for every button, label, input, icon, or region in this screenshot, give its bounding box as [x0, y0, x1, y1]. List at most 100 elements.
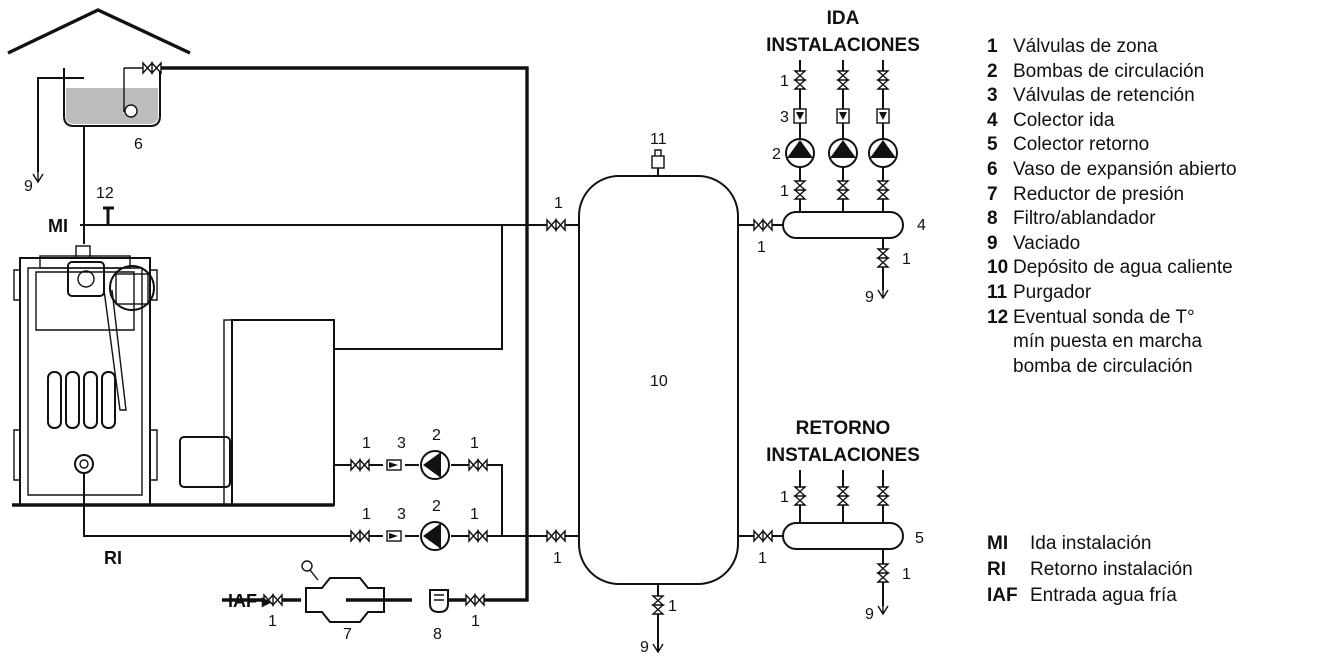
legend-item: 7 Reductor de presión — [987, 183, 1326, 208]
air-vent — [651, 149, 665, 176]
legend-text: Colector ida — [1013, 109, 1115, 131]
ri-label: RI — [104, 548, 122, 568]
legend-text: Filtro/ablandador — [1013, 208, 1156, 230]
callout-3: 3 — [397, 506, 406, 523]
legend-item: 1 Válvulas de zona — [987, 35, 1326, 60]
callout-2: 2 — [772, 146, 781, 163]
legend-number: 12 — [987, 306, 1009, 328]
abbreviation-item: MI Ida instalación — [987, 531, 1193, 557]
callout-1: 1 — [758, 550, 767, 567]
callout-1: 1 — [902, 251, 911, 268]
legend-number: 9 — [987, 232, 998, 254]
legend-text: Bombas de circulación — [1013, 60, 1205, 82]
legend-number: 11 — [987, 281, 1008, 303]
abbreviation-code: IAF — [987, 585, 1018, 606]
legend-number: 1 — [987, 36, 998, 57]
callout-4: 4 — [917, 217, 926, 234]
callout-1: 1 — [554, 195, 563, 212]
callout-1: 1 — [668, 598, 677, 615]
callout-1: 1 — [902, 566, 911, 583]
legend-number: 3 — [987, 85, 998, 107]
callout-1: 1 — [553, 550, 562, 567]
callout-9: 9 — [640, 639, 649, 656]
legend-text: Purgador — [1013, 281, 1092, 303]
legend-text: Vaciado — [1013, 232, 1081, 254]
burner-unit — [179, 319, 335, 506]
callout-3: 3 — [397, 435, 406, 452]
ida-title-line1: IDA — [827, 8, 860, 29]
legend-number: 10 — [987, 257, 1009, 279]
callout-1: 1 — [362, 506, 371, 523]
filter-softener — [429, 589, 449, 614]
callout-9: 9 — [865, 606, 874, 623]
abbreviation-text: Retorno instalación — [1030, 559, 1193, 580]
ida-title-line2: INSTALACIONES — [766, 35, 920, 56]
legend-item: 8 Filtro/ablandador — [987, 207, 1326, 232]
abbreviation-item: RI Retorno instalación — [987, 557, 1193, 583]
legend-number: 5 — [987, 134, 998, 156]
callout-9: 9 — [24, 178, 33, 195]
legend-text: Reductor de presión — [1013, 183, 1185, 205]
abbreviation-item: IAF Entrada agua fría — [987, 583, 1193, 609]
retorno-title-line1: RETORNO — [796, 418, 891, 439]
retorno-title-line2: INSTALACIONES — [766, 445, 920, 466]
abbreviation-code: RI — [987, 559, 1006, 580]
legend-number: 7 — [987, 183, 998, 205]
abbreviation-text: Entrada agua fría — [1030, 585, 1177, 606]
abbreviation-text: Ida instalación — [1030, 533, 1152, 554]
callout-1: 1 — [470, 435, 479, 452]
callout-1: 1 — [470, 506, 479, 523]
legend-item: 9 Vaciado — [987, 232, 1326, 257]
legend-item: 4 Colector ida — [987, 109, 1326, 134]
hydraulic-diagram: IDA INSTALACIONES RETORNO INSTALACIONES … — [7, 8, 926, 656]
boiler — [13, 245, 158, 506]
overflow-pipe — [37, 77, 84, 172]
callout-2: 2 — [432, 498, 441, 515]
legend-text: Colector retorno — [1013, 134, 1150, 156]
legend-text: Depósito de agua caliente — [1013, 257, 1233, 279]
callout-1: 1 — [757, 239, 766, 256]
return-collector — [782, 522, 904, 550]
callout-1: 1 — [780, 183, 789, 200]
callout-11: 11 — [650, 131, 667, 148]
expansion-tank — [63, 67, 161, 127]
legend-number: 6 — [987, 158, 998, 180]
callout-1: 1 — [471, 613, 480, 630]
callout-9: 9 — [865, 289, 874, 306]
callout-1: 1 — [780, 489, 789, 506]
legend-text: Vaso de expansión abierto — [1013, 158, 1237, 180]
legend-item: 5 Colector retorno — [987, 133, 1326, 158]
abbreviation-code: MI — [987, 533, 1009, 554]
pressure-reducer — [301, 560, 385, 623]
callout-10: 10 — [650, 373, 668, 390]
iaf-label: IAF ▸ — [228, 591, 272, 611]
callout-1: 1 — [780, 73, 789, 90]
callout-2: 2 — [432, 427, 441, 444]
callout-7: 7 — [343, 626, 352, 643]
ri-return-line — [83, 473, 545, 537]
cold-water-line — [161, 66, 529, 602]
mi-label: MI — [48, 216, 68, 236]
callout-1: 1 — [362, 435, 371, 452]
supply-collector — [782, 211, 904, 239]
legend-item: 6 Vaso de expansión abierto — [987, 158, 1326, 183]
legend-number: 8 — [987, 208, 998, 230]
legend-text: Eventual sonda de T° mín puesta en march… — [1013, 306, 1203, 377]
callout-8: 8 — [433, 626, 442, 643]
callout-1: 1 — [268, 613, 277, 630]
legend-number: 4 — [987, 109, 998, 131]
callout-5: 5 — [915, 530, 924, 547]
callout-3: 3 — [780, 109, 789, 126]
house-roof-icon — [7, 8, 191, 55]
callout-12: 12 — [96, 185, 114, 202]
legend-text: Válvulas de zona — [1013, 36, 1158, 57]
sensor-probe — [103, 206, 114, 224]
callout-6: 6 — [134, 136, 143, 153]
